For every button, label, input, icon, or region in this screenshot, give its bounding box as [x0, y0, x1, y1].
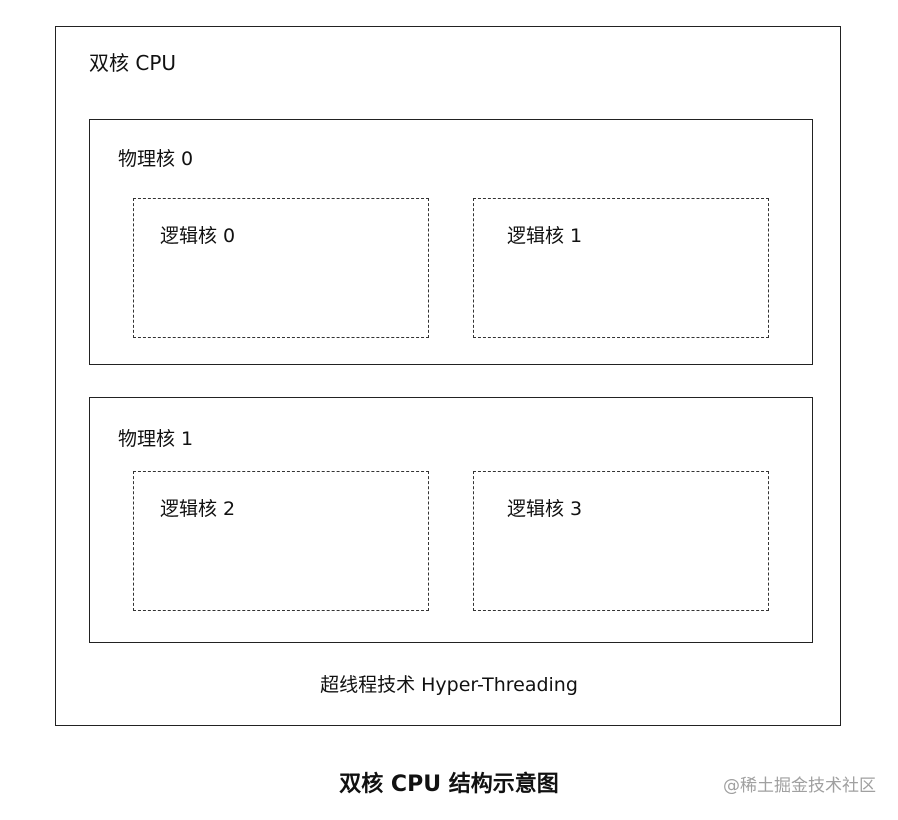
logical-core-1-box: [473, 198, 769, 338]
cpu-label: 双核 CPU: [89, 51, 177, 75]
logical-core-1-label: 逻辑核 1: [507, 225, 583, 247]
physical-core-0-label: 物理核 0: [118, 148, 194, 170]
physical-core-1-label: 物理核 1: [118, 428, 194, 450]
physical-core-0-box: [89, 119, 813, 365]
logical-core-3-box: [473, 471, 769, 611]
watermark: @稀土掘金技术社区: [723, 776, 876, 796]
logical-core-0-box: [133, 198, 429, 338]
hyper-threading-label: 超线程技术 Hyper-Threading: [320, 674, 578, 696]
logical-core-2-label: 逻辑核 2: [160, 498, 236, 520]
logical-core-2-box: [133, 471, 429, 611]
logical-core-0-label: 逻辑核 0: [160, 225, 236, 247]
dual-core-cpu-box: [55, 26, 841, 726]
logical-core-3-label: 逻辑核 3: [507, 498, 583, 520]
physical-core-1-box: [89, 397, 813, 643]
diagram-caption: 双核 CPU 结构示意图: [339, 772, 559, 797]
